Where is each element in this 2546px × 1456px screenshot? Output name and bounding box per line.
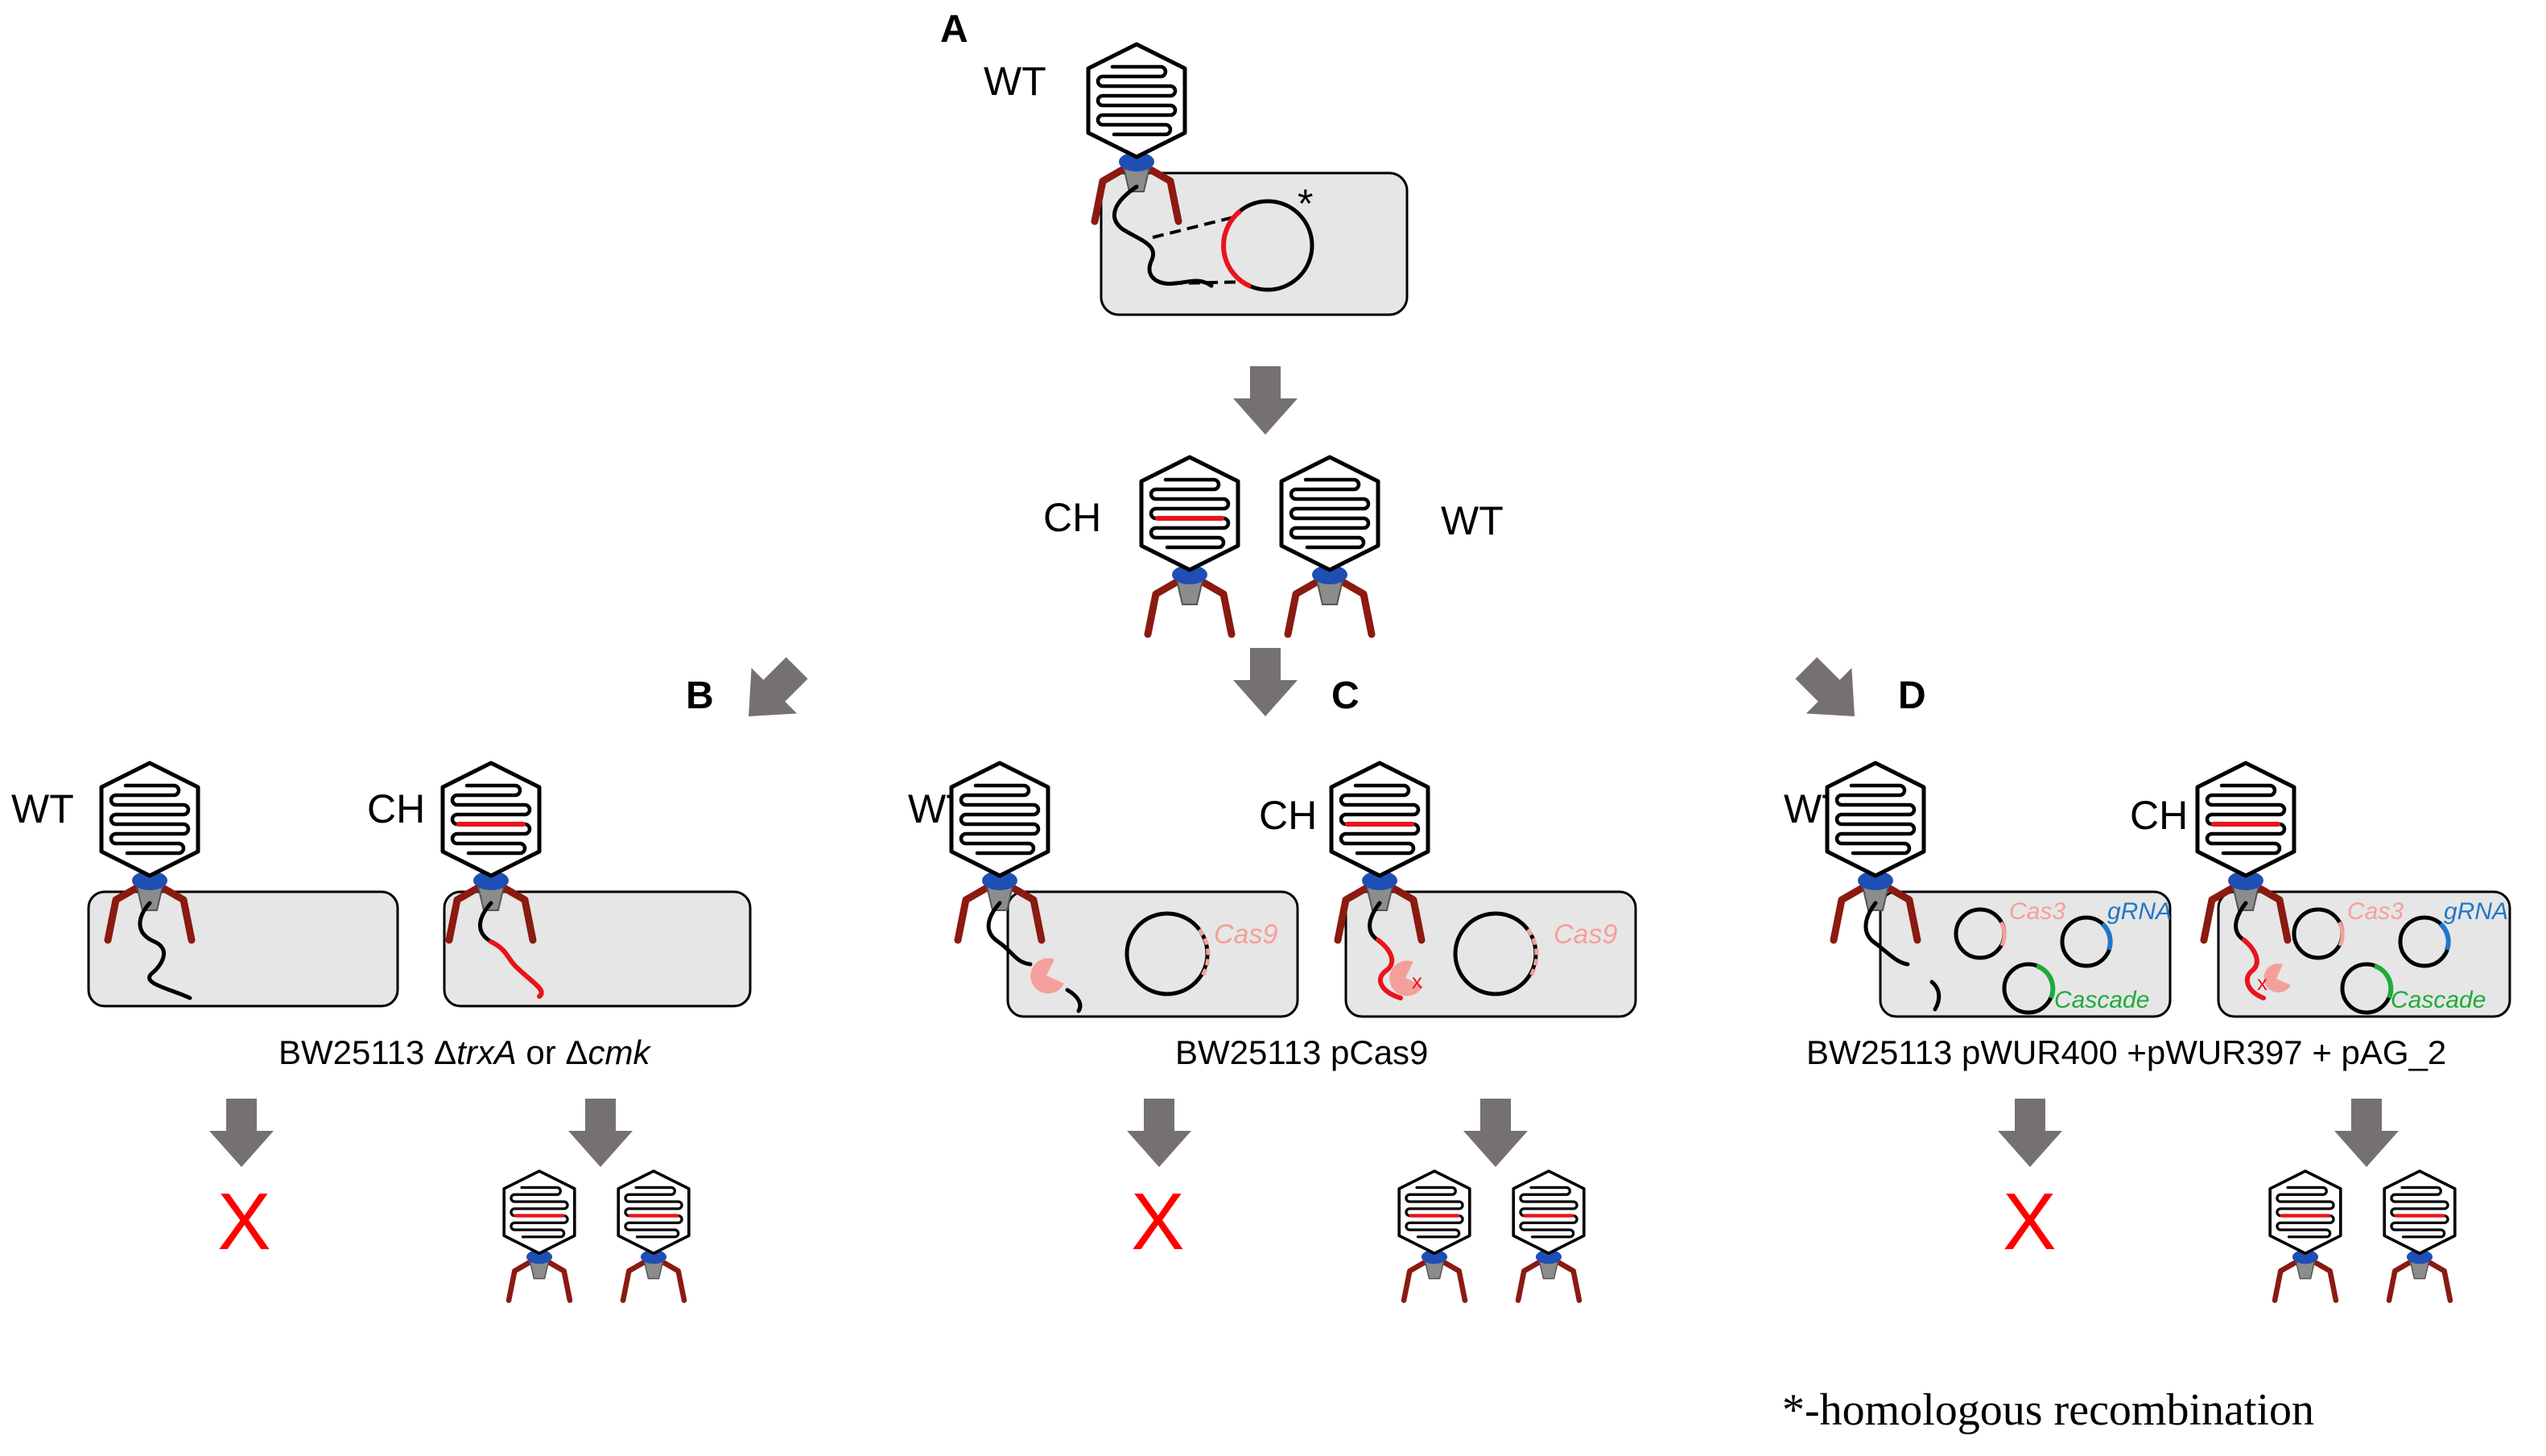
cas3-protein-d2: [2263, 963, 2291, 993]
injected-dna-c2: [1368, 901, 1382, 942]
recombination-line-bottom: [1170, 280, 1256, 285]
panel-d: WT Cas3 gRNA Cascade CH x Cas3 gRNA Casc…: [1784, 763, 2511, 1301]
phage-wt-label-a2: WT: [1441, 498, 1504, 543]
cascade-gene-d1: [2035, 963, 2056, 1000]
arrow-down-d1: [1998, 1099, 2062, 1167]
panel-c: WT Cas9 CH x Cas9 BW25113 pCas9 X: [908, 763, 1637, 1301]
arrow-down-left-b: [725, 645, 820, 740]
arrow-down-b1: [209, 1099, 274, 1167]
phage-wt-icon-c: [951, 763, 1048, 940]
panel-b-label: B: [686, 674, 714, 717]
phage-ch-label-d: CH: [2130, 793, 2188, 838]
plasmid-c1: [1124, 911, 1210, 996]
phage-ch-label-b: CH: [367, 786, 425, 831]
phage-ch-label-c: CH: [1259, 793, 1317, 838]
bacterial-cell-b1: [87, 890, 399, 1008]
grna-label-d2: gRNA: [2444, 898, 2508, 925]
footnote-homologous-recombination: *-homologous recombination: [1782, 1385, 2314, 1435]
plasmid-insert-segment: [1221, 208, 1252, 289]
strain-label-b: BW25113 ΔtrxA or Δcmk: [279, 1033, 651, 1071]
progeny-phage-c2: [1513, 1171, 1584, 1301]
injected-dna-d1-part1: [1863, 901, 1910, 967]
cas3-gene-d2: [2337, 921, 2345, 947]
strain-label-d: BW25113 pWUR400 +pWUR397 + pAG_2: [1806, 1033, 2446, 1071]
asterisk-mark: *: [1298, 181, 1313, 226]
cascade-label-d1: Cascade: [2054, 987, 2149, 1013]
edited-dna-b2: [489, 939, 544, 999]
plasmid-cas3-d2: [2292, 907, 2345, 960]
no-progeny-x-b: X: [217, 1177, 271, 1267]
cut-mark-d2: x: [2257, 971, 2267, 995]
arrow-down-c1: [1127, 1099, 1191, 1167]
grna-label-d1: gRNA: [2107, 898, 2172, 925]
recombination-line-top: [1152, 214, 1240, 239]
cut-mark-c2: x: [1412, 969, 1422, 993]
panel-d-label: D: [1898, 674, 1926, 717]
arrow-down-right-d: [1783, 645, 1878, 740]
arrow-down-a: [1233, 366, 1298, 435]
cas9-label-c2: Cas9: [1554, 919, 1617, 950]
cas9-gene-c2: [1526, 928, 1539, 980]
arrow-down-b2: [568, 1099, 633, 1167]
edited-dna-d2: [2242, 938, 2266, 1000]
injected-dna-d1-part2: [1929, 980, 1941, 1012]
cas9-label-c1: Cas9: [1214, 919, 1277, 950]
panel-b: WT CH BW25113 ΔtrxA or Δcmk X: [11, 763, 752, 1301]
injected-dna-c1-part2: [1065, 988, 1083, 1013]
injected-dna-d2: [2234, 901, 2248, 942]
plasmid-cas3-d1: [1954, 907, 2007, 960]
panel-c-label: C: [1331, 674, 1360, 717]
phage-wt-icon-a2: [1281, 457, 1378, 634]
arrow-down-d2: [2334, 1099, 2399, 1167]
injected-dna-c1-part1: [986, 901, 1033, 967]
cas9-protein-c2: [1389, 960, 1423, 996]
cas9-gene-c1: [1198, 928, 1211, 980]
grna-gene-d2: [2438, 922, 2451, 951]
cas3-gene-d1: [1999, 921, 2007, 947]
cas3-label-d2: Cas3: [2347, 898, 2404, 925]
progeny-phage-c1: [1399, 1171, 1470, 1301]
strain-label-c: BW25113 pCas9: [1175, 1033, 1428, 1071]
phage-wt-label-b: WT: [11, 786, 74, 831]
phage-wt-icon-d: [1827, 763, 1924, 940]
panel-a: A WT * CH WT: [940, 8, 1504, 634]
plasmid-c2: [1453, 911, 1538, 996]
injected-phage-dna-b1: [138, 901, 192, 1000]
arrow-down-c2: [1463, 1099, 1528, 1167]
no-progeny-x-c: X: [1131, 1177, 1185, 1267]
phage-ch-label-a: CH: [1043, 495, 1101, 540]
bacterial-cell-b2: [443, 890, 752, 1008]
injected-phage-dna-a: [1112, 184, 1214, 288]
phage-ch-icon-a: [1141, 457, 1238, 634]
cascade-gene-d2: [2373, 963, 2394, 1000]
panel-a-label: A: [940, 8, 968, 51]
grna-gene-d1: [2100, 922, 2113, 951]
arrow-down-c: [1233, 648, 1298, 716]
phage-wt-label-a: WT: [984, 59, 1046, 104]
progeny-phage-b2: [618, 1171, 689, 1301]
cas3-label-d1: Cas3: [2009, 898, 2065, 925]
progeny-phage-b1: [504, 1171, 575, 1301]
cas9-protein-c1: [1030, 958, 1064, 994]
progeny-phage-d1: [2270, 1171, 2341, 1301]
injected-dna-b2: [478, 901, 493, 944]
no-progeny-x-d: X: [2003, 1177, 2057, 1267]
edited-dna-c2: [1376, 938, 1403, 1000]
progeny-phage-d2: [2384, 1171, 2455, 1301]
cascade-label-d2: Cascade: [2391, 987, 2486, 1013]
